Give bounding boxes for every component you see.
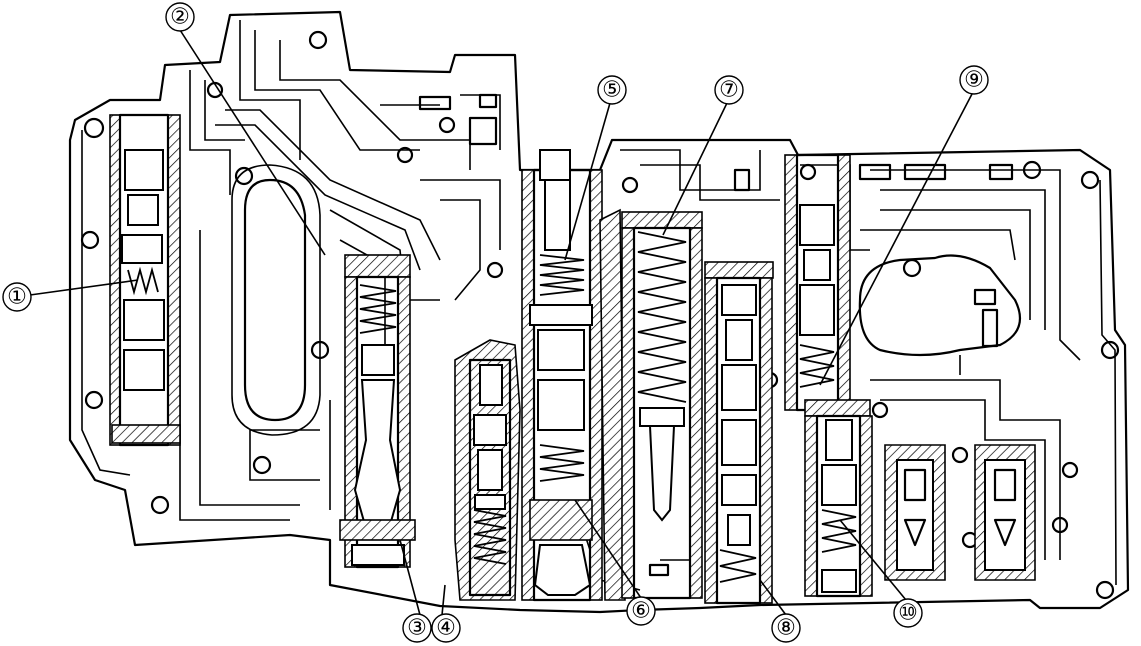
svg-text:⑤: ⑤ [602,78,622,103]
oval-cavity [231,164,321,436]
svg-text:⑧: ⑧ [776,616,796,641]
callout-10: ⑩ [893,598,923,628]
callout-4: ④ [431,613,461,643]
svg-text:③: ③ [407,616,427,641]
valve-1-assembly [109,113,181,447]
callout-7: ⑦ [714,75,744,105]
check-valves-right [884,444,1036,581]
valve-5-6-assembly [521,149,603,602]
valve-9-assembly [784,153,851,412]
callout-9: ⑨ [959,65,989,95]
valve-2-assembly [339,254,416,569]
callout-6: ⑥ [626,596,656,626]
callout-3: ③ [402,613,432,643]
svg-text:⑦: ⑦ [719,78,739,103]
svg-text:①: ① [7,285,27,310]
callout-2: ② [165,2,195,32]
callout-8: ⑧ [771,613,801,643]
svg-text:②: ② [170,5,190,30]
valve-8-assembly [704,261,774,605]
callouts: ① ② ③ ④ ⑤ ⑥ ⑦ ⑧ [2,2,989,643]
callout-1: ① [2,282,32,312]
ports [418,93,1014,577]
svg-text:④: ④ [436,616,456,641]
valve-3-4-assembly [454,339,521,601]
svg-text:⑥: ⑥ [631,599,651,624]
svg-text:⑩: ⑩ [898,601,918,626]
callout-5: ⑤ [597,75,627,105]
right-cavity [858,254,1022,357]
valve-7-assembly [599,208,703,601]
svg-text:⑨: ⑨ [964,68,984,93]
valve-10-assembly [804,399,873,598]
